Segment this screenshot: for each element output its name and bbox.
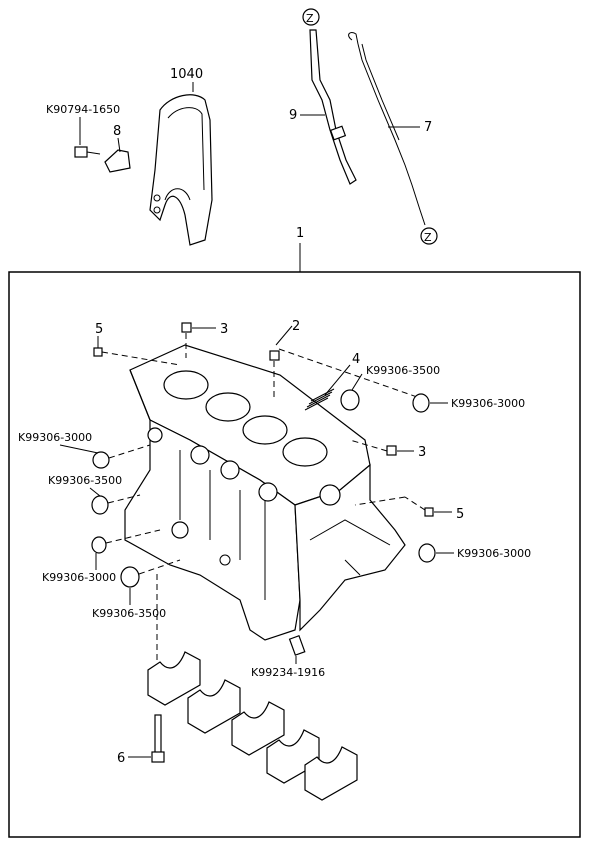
label-K99306-3500-top: K99306-3500: [366, 364, 440, 377]
plug-3-right: [386, 445, 397, 456]
label-K99306-3500-bottom: K99306-3500: [92, 607, 166, 620]
callout-1040: 1040: [170, 67, 203, 82]
callout-5-right: 5: [456, 507, 464, 522]
assembly-frame: [8, 271, 581, 838]
callout-3-top: 3: [220, 322, 228, 337]
stud-4: [304, 388, 335, 411]
plug-3000-bottom: [91, 536, 107, 554]
callout-4: 4: [352, 352, 360, 367]
z-mark-2: Z: [424, 231, 432, 244]
plug-3000-right: [412, 393, 430, 413]
label-K99306-3500-left: K99306-3500: [48, 474, 122, 487]
timing-cover: [149, 94, 213, 246]
label-K90794-1650: K90794-1650: [46, 103, 120, 116]
dowel-2: [269, 350, 280, 361]
bracket-bolt: [74, 146, 131, 173]
dipstick: [348, 32, 438, 245]
label-K99306-3000-right: K99306-3000: [451, 397, 525, 410]
callout-8: 8: [113, 124, 121, 139]
cylinder-block: [124, 344, 406, 641]
callout-2: 2: [292, 319, 300, 334]
label-K99306-3000-left: K99306-3000: [18, 431, 92, 444]
label-K99306-3000-bottom: K99306-3000: [42, 571, 116, 584]
plug-3000-rear: [418, 543, 436, 563]
bushing-3500-left: [91, 495, 109, 515]
bushing-3500-bottom: [120, 566, 140, 588]
bushing-3500-top: [340, 389, 360, 411]
plug-3000-left: [92, 451, 110, 469]
callout-5-top: 5: [95, 322, 103, 337]
main-bearing-bolt-6: [151, 714, 165, 763]
plug-5-top: [93, 347, 103, 357]
dipstick-tube: [302, 8, 357, 185]
main-bearing-caps: [147, 651, 358, 801]
callout-9: 9: [289, 108, 297, 123]
plug-5-right: [424, 507, 434, 517]
callout-7: 7: [424, 120, 432, 135]
label-K99234-1916: K99234-1916: [251, 666, 325, 679]
plug-3-top: [181, 322, 192, 333]
z-mark-1: Z: [306, 12, 314, 25]
label-K99306-3000-rear: K99306-3000: [457, 547, 531, 560]
callout-6: 6: [117, 751, 125, 766]
callout-1: 1: [296, 226, 304, 241]
callout-3-right: 3: [418, 445, 426, 460]
dowel-pin-K99234: [288, 635, 306, 656]
